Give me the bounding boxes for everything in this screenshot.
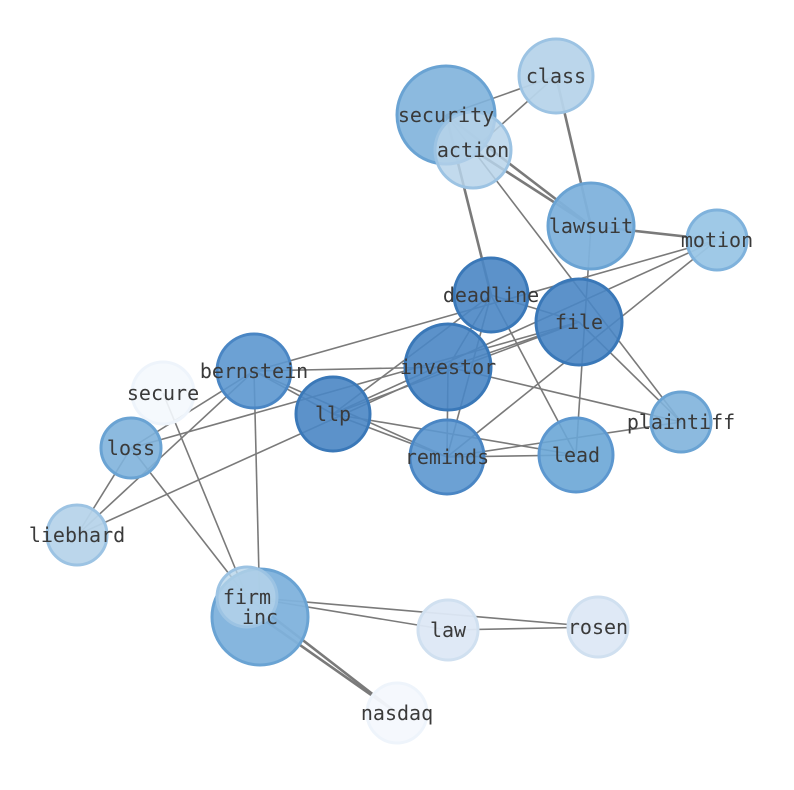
node-secure xyxy=(130,360,196,426)
node-class xyxy=(517,37,595,115)
node-label-law: law xyxy=(430,618,467,642)
edge-motion-llp xyxy=(332,239,718,415)
node-file xyxy=(534,277,624,367)
node-label-loss: loss xyxy=(107,436,155,460)
node-label-action: action xyxy=(437,138,509,162)
node-firm xyxy=(215,565,279,629)
node-motion xyxy=(685,208,749,272)
node-label-class: class xyxy=(526,64,586,88)
node-label-lawsuit: lawsuit xyxy=(549,214,633,238)
node-investor xyxy=(403,322,493,412)
node-bernstein xyxy=(215,332,293,410)
node-label-deadline: deadline xyxy=(443,283,539,307)
node-lawsuit xyxy=(546,181,636,271)
node-nasdaq xyxy=(365,681,429,745)
node-layer xyxy=(45,37,749,745)
node-plaintiff xyxy=(649,390,713,454)
node-loss xyxy=(99,416,163,480)
node-label-file: file xyxy=(555,310,603,334)
node-label-rosen: rosen xyxy=(568,615,628,639)
node-label-reminds: reminds xyxy=(405,445,489,469)
node-label-motion: motion xyxy=(681,228,753,252)
node-deadline xyxy=(452,256,530,334)
node-label-inc: inc xyxy=(242,605,278,629)
node-label-liebhard: liebhard xyxy=(29,523,125,547)
node-liebhard xyxy=(45,503,109,567)
edge-investor-liebhard xyxy=(76,366,449,536)
node-label-security: security xyxy=(398,103,494,127)
node-llp xyxy=(294,375,372,453)
node-lead xyxy=(537,416,615,494)
node-label-lead: lead xyxy=(552,443,600,467)
node-label-firm: firm xyxy=(223,585,271,609)
label-layer: class security action lawsuit motion deadline… xyxy=(29,64,753,725)
node-label-bernstein: bernstein xyxy=(200,359,308,383)
node-reminds xyxy=(408,418,486,496)
node-label-secure: secure xyxy=(127,381,199,405)
node-law xyxy=(416,598,480,662)
node-label-llp: llp xyxy=(315,402,351,426)
node-rosen xyxy=(566,595,630,659)
edge-bernstein-liebhard xyxy=(76,370,255,536)
node-action xyxy=(433,110,513,190)
node-label-plaintiff: plaintiff xyxy=(627,410,735,434)
node-label-nasdaq: nasdaq xyxy=(361,701,433,725)
node-label-investor: investor xyxy=(400,355,496,379)
edge-secure-firm xyxy=(162,392,248,598)
